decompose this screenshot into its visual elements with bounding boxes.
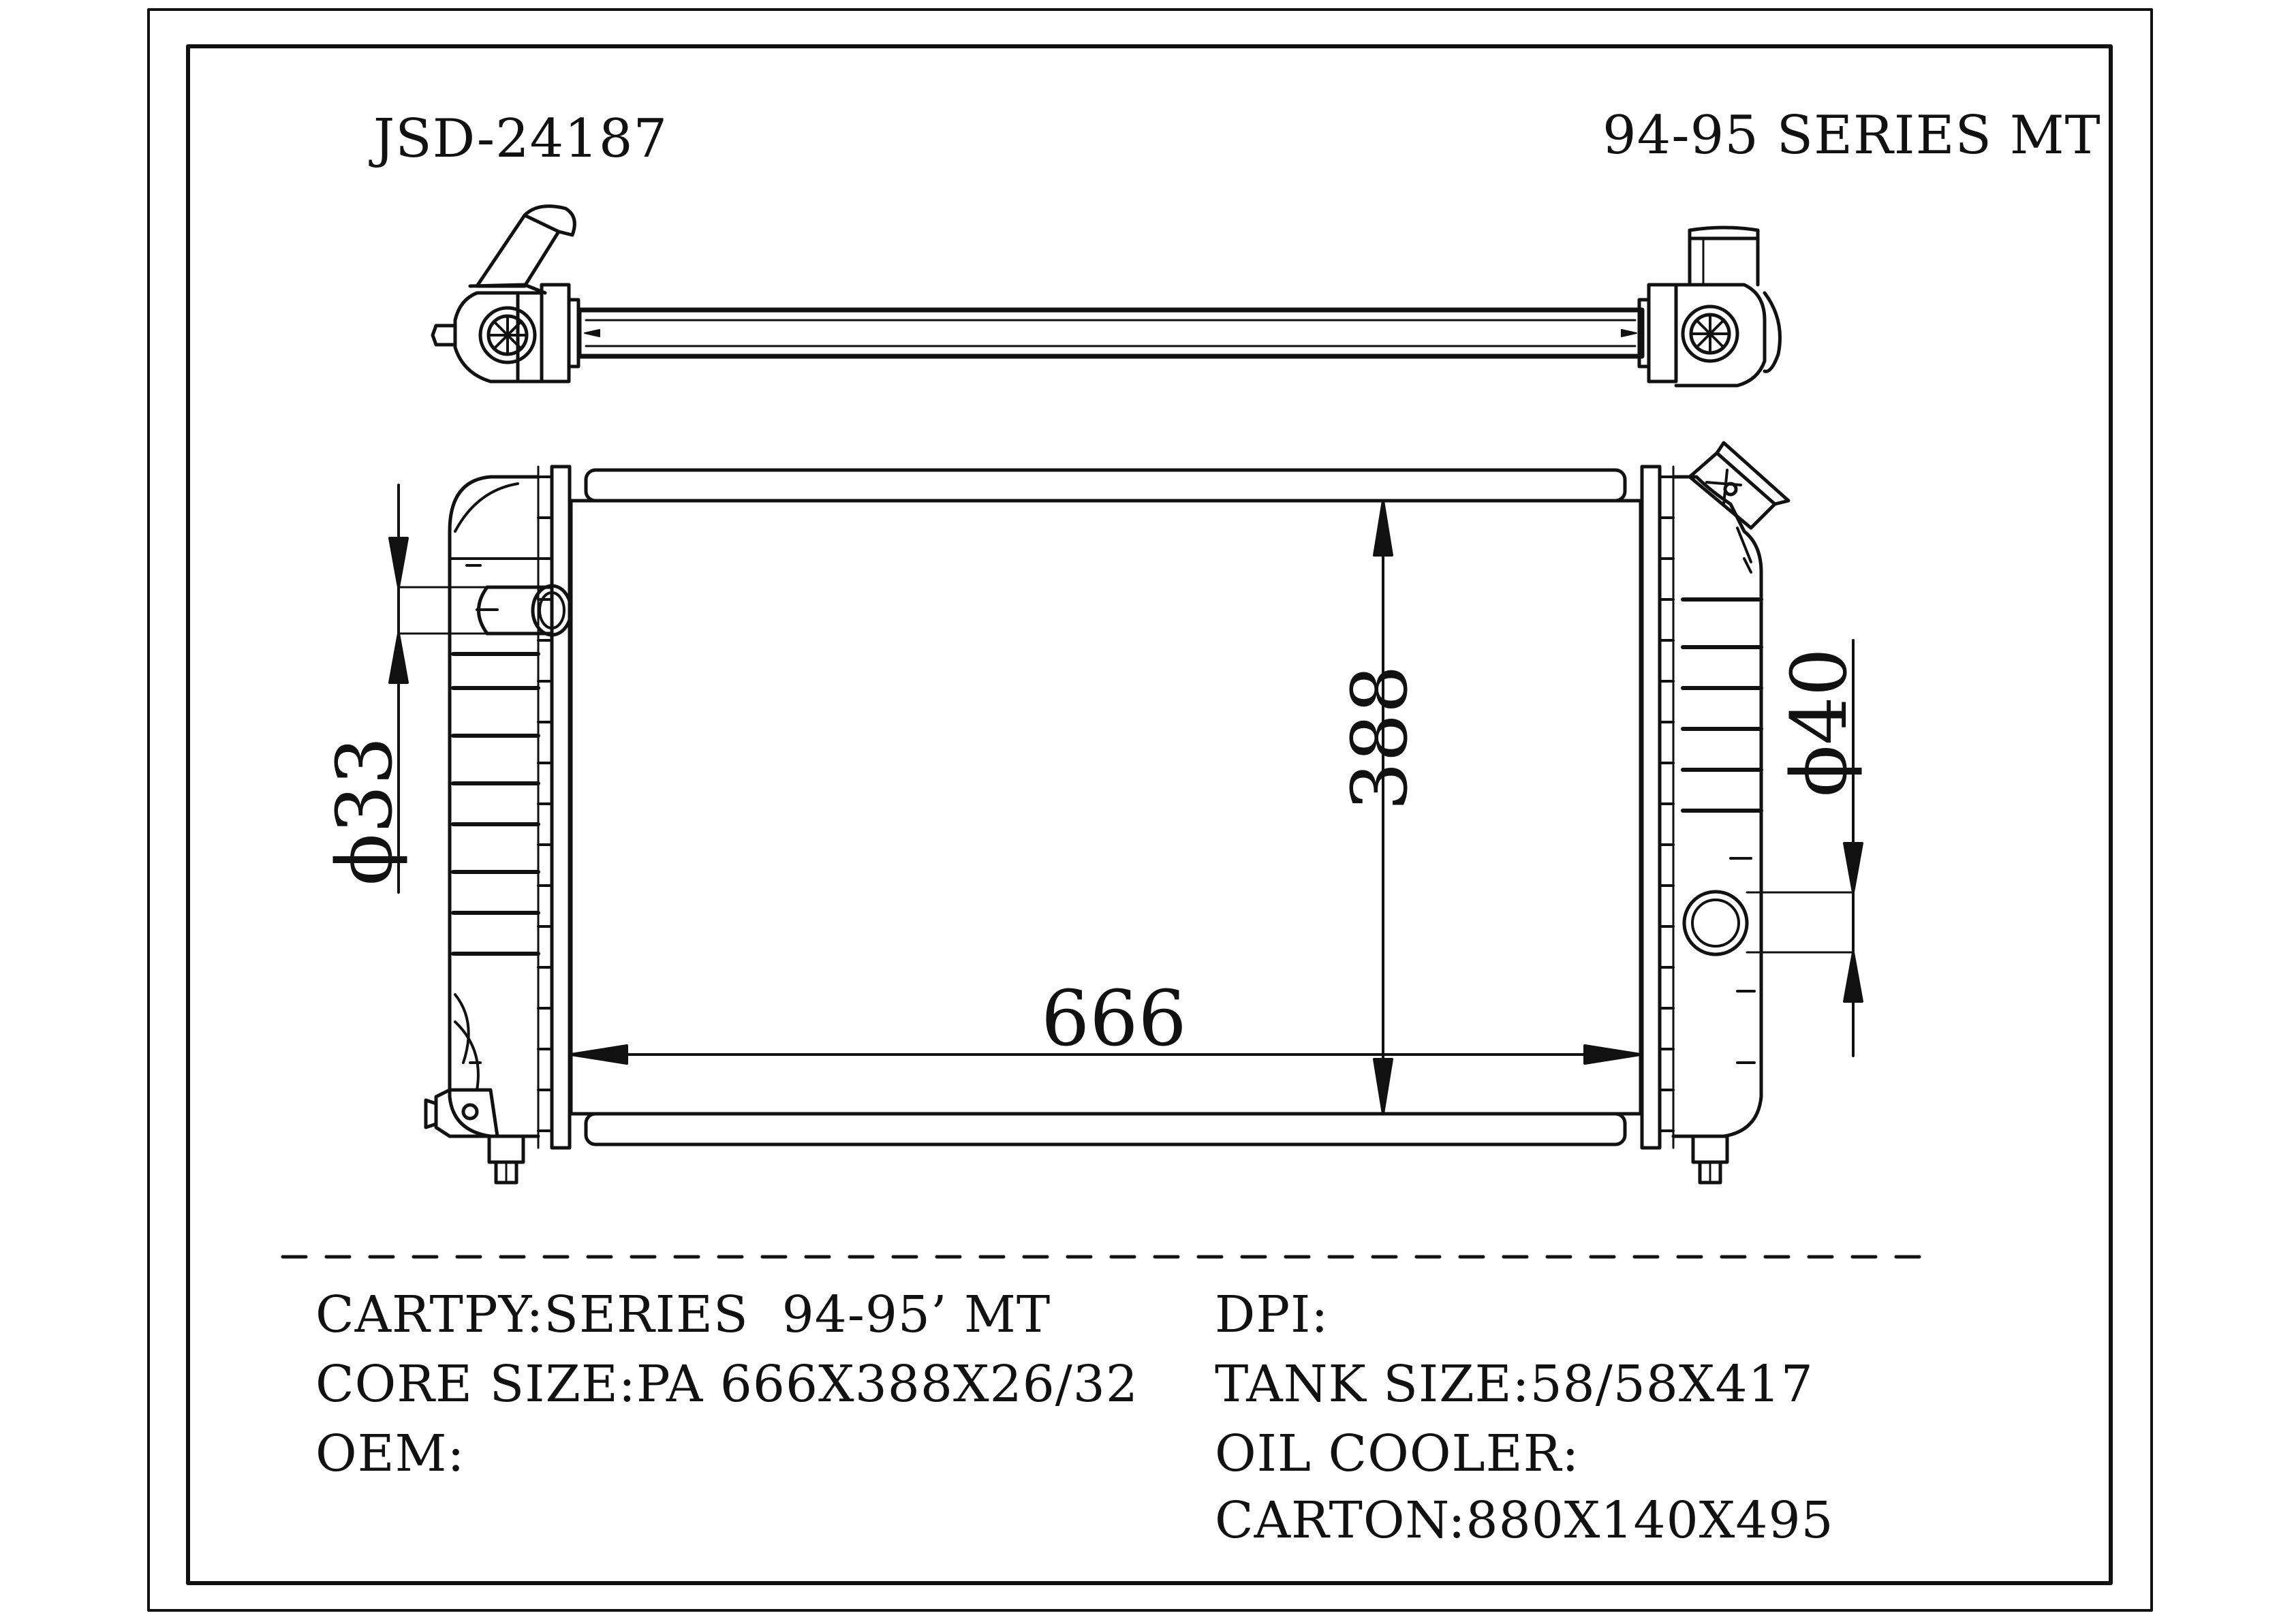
top-left-filler-neck [475, 213, 561, 288]
outlet-pipe [1682, 890, 1749, 956]
right-drain-plug [1691, 1134, 1729, 1164]
spec-tank-size: TANK SIZE:58/58X417 [1215, 1355, 1814, 1414]
spec-oil-cooler: OIL COOLER: [1215, 1424, 1580, 1483]
width-dimension-label: 666 [1041, 975, 1187, 1063]
inner-frame [186, 44, 2113, 1585]
left-drain-plug [487, 1134, 525, 1164]
dimension-lines [388, 484, 1863, 1115]
top-left-drain-valve [478, 306, 537, 364]
series-label: 94-95 SERIES MT [1602, 105, 2101, 166]
spec-oem: OEM: [315, 1424, 465, 1483]
spec-dpi: DPI: [1215, 1285, 1329, 1344]
top-right-filler-neck [1688, 236, 1760, 287]
part-number: JSD-24187 [373, 108, 668, 170]
filler-cap [1688, 451, 1777, 530]
spec-carton: CARTON:880X140X495 [1215, 1491, 1834, 1550]
spec-cartpy: CARTPY:SERIES 94-95’ MT [315, 1285, 1051, 1344]
front-view [424, 441, 1855, 1185]
outer-frame [147, 8, 2153, 1612]
inlet-pipe [531, 584, 573, 637]
height-dimension-label: 388 [1336, 665, 1425, 811]
top-right-drain-valve [1681, 304, 1739, 363]
top-view [431, 204, 1782, 388]
spec-core-size: CORE SIZE:PA 666X388X26/32 [315, 1355, 1138, 1414]
outlet-diameter-label: ϕ40 [1776, 648, 1864, 797]
inlet-diameter-label: ϕ33 [321, 736, 409, 886]
